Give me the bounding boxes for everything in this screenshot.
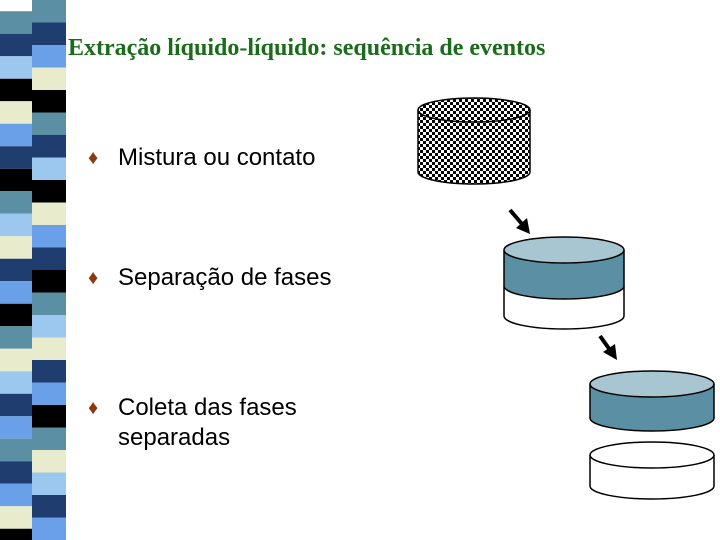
strip-cell bbox=[32, 270, 66, 293]
strip-cell bbox=[32, 427, 66, 450]
strip-cell bbox=[0, 393, 32, 417]
mixed-phases-cylinder-icon bbox=[417, 97, 531, 185]
strip-cell bbox=[0, 348, 32, 372]
strip-cell bbox=[32, 202, 66, 225]
strip-cell bbox=[0, 416, 32, 439]
strip-cell bbox=[0, 326, 32, 349]
slide-title: Extração líquido-líquido: sequência de e… bbox=[68, 35, 546, 61]
strip-cell bbox=[0, 33, 32, 57]
strip-cell bbox=[0, 56, 32, 79]
strip-cell bbox=[0, 371, 32, 394]
strip-cell bbox=[32, 360, 66, 383]
strip-cell bbox=[32, 450, 66, 473]
strip-cell bbox=[0, 258, 32, 282]
strip-cell bbox=[32, 180, 66, 203]
strip-cell bbox=[0, 236, 32, 259]
strip-cell bbox=[32, 45, 66, 68]
strip-cell bbox=[0, 528, 32, 540]
strip-cell bbox=[32, 315, 66, 338]
strip-cell bbox=[32, 22, 66, 45]
decorative-side-strip bbox=[0, 0, 66, 540]
bullet-text: Mistura ou contato bbox=[118, 144, 316, 171]
strip-cell bbox=[32, 67, 66, 90]
strip-cell bbox=[0, 303, 32, 327]
strip-cell bbox=[32, 225, 66, 248]
diamond-bullet-icon: ♦ bbox=[88, 397, 99, 419]
strip-cell bbox=[32, 337, 66, 360]
down-right-arrow-icon bbox=[508, 208, 530, 234]
strip-cell bbox=[0, 101, 32, 124]
strip-cell bbox=[32, 0, 66, 23]
strip-cell bbox=[32, 292, 66, 315]
collected-lower-phase-icon bbox=[589, 441, 715, 500]
strip-cell bbox=[0, 483, 32, 507]
strip-cell bbox=[0, 11, 32, 34]
strip-cell bbox=[32, 157, 66, 180]
separated-phases-cylinder-icon bbox=[503, 236, 625, 330]
down-right-arrow-icon bbox=[598, 334, 617, 360]
strip-cell bbox=[0, 506, 32, 529]
strip-cell bbox=[32, 517, 66, 540]
strip-cell bbox=[32, 405, 66, 428]
bullet-text: Coleta das fases separadas bbox=[118, 394, 297, 451]
diamond-bullet-icon: ♦ bbox=[88, 147, 99, 169]
strip-cell bbox=[0, 461, 32, 484]
strip-cell bbox=[32, 495, 66, 518]
strip-cell bbox=[0, 438, 32, 462]
strip-cell bbox=[32, 247, 66, 270]
strip-cell bbox=[32, 135, 66, 158]
strip-cell bbox=[0, 78, 32, 102]
extraction-sequence-figure bbox=[417, 97, 715, 500]
strip-cell bbox=[32, 90, 66, 113]
diamond-bullet-icon: ♦ bbox=[88, 267, 99, 289]
collected-upper-phase-icon bbox=[589, 370, 715, 432]
strip-cell bbox=[32, 472, 66, 495]
strip-cell bbox=[0, 168, 32, 192]
strip-cell bbox=[0, 281, 32, 304]
strip-cell bbox=[0, 146, 32, 169]
strip-cell bbox=[32, 112, 66, 135]
strip-cell bbox=[0, 213, 32, 237]
strip-cell bbox=[0, 191, 32, 214]
strip-cell bbox=[32, 382, 66, 405]
strip-cell bbox=[0, 123, 32, 147]
bullet-text: Separação de fases bbox=[118, 264, 332, 291]
